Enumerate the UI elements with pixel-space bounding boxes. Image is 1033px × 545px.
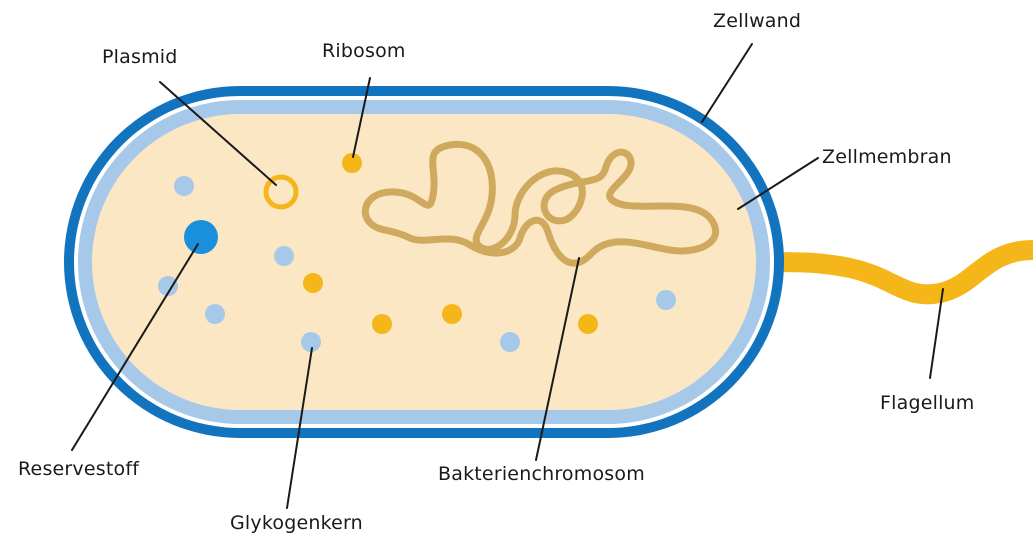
- glycogen-granule: [656, 290, 676, 310]
- label-zellmembran: Zellmembran: [822, 148, 952, 167]
- label-zellwand: Zellwand: [713, 12, 801, 31]
- label-flagellum: Flagellum: [880, 394, 975, 413]
- reserve-material: [184, 220, 218, 254]
- ribosome: [442, 304, 462, 324]
- label-glykogenkern: Glykogenkern: [230, 514, 363, 533]
- label-plasmid: Plasmid: [102, 48, 178, 67]
- ribosome: [342, 153, 362, 173]
- glycogen-granule: [274, 246, 294, 266]
- cytoplasm: [92, 114, 756, 410]
- label-ribosom: Ribosom: [322, 42, 406, 61]
- glycogen-granule: [174, 176, 194, 196]
- leader-line-zellwand: [702, 44, 752, 122]
- ribosome: [303, 273, 323, 293]
- flagellum: [760, 250, 1033, 294]
- label-reservestoff: Reservestoff: [18, 460, 139, 479]
- glycogen-granule: [500, 332, 520, 352]
- label-bakterienchromosom: Bakterienchromosom: [438, 465, 645, 484]
- ribosome: [372, 314, 392, 334]
- ribosome: [578, 314, 598, 334]
- glycogen-granule: [205, 304, 225, 324]
